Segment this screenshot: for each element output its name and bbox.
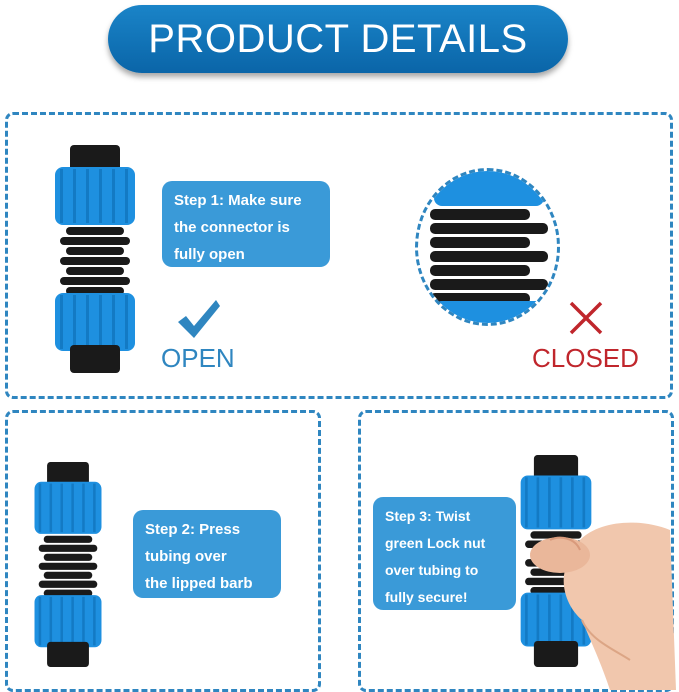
closed-label: CLOSED xyxy=(532,343,639,373)
step2-line: the lipped barb xyxy=(145,575,253,592)
step3-line: fully secure! xyxy=(385,589,468,605)
connector-step2-image xyxy=(34,462,102,667)
step1-line: Step 1: Make sure xyxy=(174,192,302,209)
connector-closed-image xyxy=(430,171,548,323)
check-icon xyxy=(178,300,220,338)
step2-line: Step 2: Press xyxy=(145,521,241,538)
step1-panel xyxy=(5,112,673,399)
connector-open-image xyxy=(55,145,135,373)
header-banner: PRODUCT DETAILS xyxy=(108,5,568,73)
step2-line: tubing over xyxy=(145,548,227,565)
step3-panel xyxy=(358,410,674,692)
step1-line: the connector is xyxy=(174,219,290,236)
closed-connector-circle xyxy=(415,168,560,326)
step1-text-box: Step 1: Make sure the connector is fully… xyxy=(162,181,330,267)
open-label: OPEN xyxy=(161,343,235,373)
step1-line: fully open xyxy=(174,246,245,263)
hand-image xyxy=(530,522,676,690)
step3-line: Step 3: Twist xyxy=(385,508,471,524)
step2-panel xyxy=(5,410,321,692)
step3-line: over tubing to xyxy=(385,562,479,578)
page-title: PRODUCT DETAILS xyxy=(148,16,528,61)
step2-text-box: Step 2: Press tubing over the lipped bar… xyxy=(133,510,281,598)
x-icon xyxy=(569,301,603,335)
step3-line: green Lock nut xyxy=(385,535,486,551)
step3-text-box: Step 3: Twist green Lock nut over tubing… xyxy=(373,497,516,610)
